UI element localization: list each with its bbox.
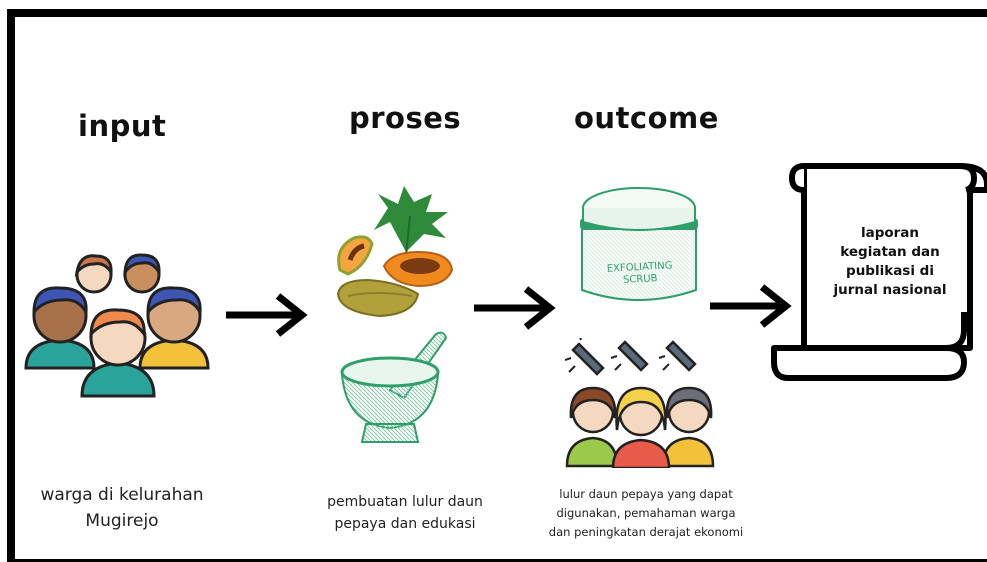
scrub-jar-icon: EXFOLIATING SCRUB	[578, 186, 700, 308]
jar-label: EXFOLIATING SCRUB	[606, 260, 673, 286]
process-caption: pembuatan lulur daun pepaya dan edukasi	[327, 494, 483, 532]
input-heading: input	[78, 109, 167, 143]
arrow-right-icon	[710, 284, 792, 328]
outcome-caption: lulur daun pepaya yang dapat digunakan, …	[548, 487, 744, 539]
people-group-icon	[24, 253, 210, 398]
papaya-icon	[336, 186, 454, 318]
document-text: laporan kegiatan dan publikasi di jurnal…	[820, 224, 960, 300]
scroll-document-icon	[771, 163, 987, 381]
idea-people-icon	[565, 338, 715, 468]
mortar-pestle-icon	[340, 331, 448, 443]
outcome-heading: outcome	[574, 101, 719, 135]
document-line: kegiatan dan	[840, 244, 940, 260]
arrow-right-icon	[474, 286, 556, 330]
input-caption: warga di kelurahan Mugirejo	[40, 485, 204, 531]
arrow-right-icon	[226, 293, 308, 337]
document-line: jurnal nasional	[833, 282, 947, 298]
document-line: publikasi di	[846, 263, 934, 279]
document-line: laporan	[860, 225, 920, 241]
process-heading: proses	[349, 101, 462, 135]
